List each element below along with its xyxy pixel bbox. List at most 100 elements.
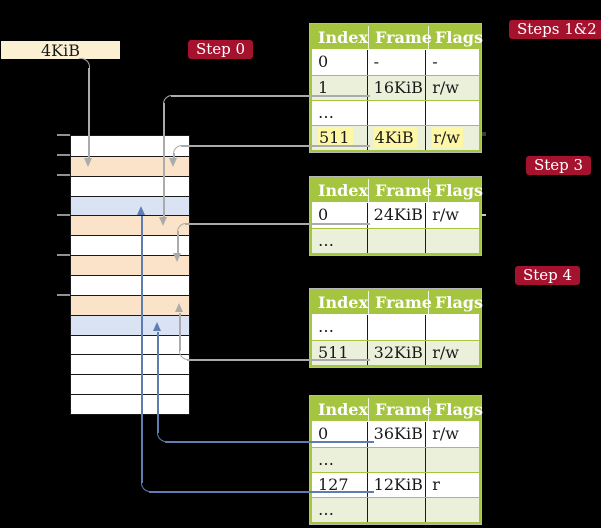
column-header-flags: Flags xyxy=(428,26,483,49)
table-header: Index Frame Flags xyxy=(312,398,483,422)
memory-frame-table xyxy=(71,215,189,236)
page-table-level1: Index Frame Flags 0 36KiB r/w … 127 12Ki… xyxy=(310,396,483,524)
pointer-line-blue xyxy=(141,216,143,483)
cell-index: 511 xyxy=(312,126,367,150)
connector-stub xyxy=(482,132,486,136)
cell-frame xyxy=(366,448,426,472)
cell-frame: 16KiB xyxy=(366,76,426,100)
memory-tick xyxy=(57,254,70,256)
table-row: 0 - - xyxy=(312,50,479,75)
page-table-level4: Index Frame Flags 0 - - 1 16KiB r/w … 51… xyxy=(310,24,483,152)
arrowhead-up-icon xyxy=(153,322,161,331)
memory-frame-free xyxy=(71,235,189,256)
cell-flags xyxy=(425,315,479,340)
memory-frame-free xyxy=(71,394,189,414)
page-table-level2: Index Frame Flags … 511 32KiB r/w xyxy=(310,289,483,367)
arrowhead-down-icon xyxy=(169,158,177,167)
table-row: 0 36KiB r/w xyxy=(312,422,479,447)
physical-memory-column xyxy=(70,135,190,415)
pointer-line xyxy=(163,103,165,217)
cell-flags xyxy=(425,101,479,125)
memory-frame-table xyxy=(71,255,189,275)
page-table-level3: Index Frame Flags 0 24KiB r/w … xyxy=(310,177,483,255)
pointer-line xyxy=(181,145,370,147)
badge-steps-1-2: Steps 1&2 xyxy=(509,20,601,39)
cell-frame xyxy=(366,498,426,522)
badge-step-0: Step 0 xyxy=(188,40,254,59)
arrowhead-up-icon xyxy=(137,206,145,215)
cell-frame xyxy=(366,101,426,125)
table-header: Index Frame Flags xyxy=(312,291,483,315)
cell-frame xyxy=(366,229,426,253)
table-row: … xyxy=(312,497,479,522)
cell-frame: 32KiB xyxy=(366,341,426,365)
pointer-line-blue xyxy=(165,441,374,443)
table-header: Index Frame Flags xyxy=(312,26,483,50)
memory-frame-table xyxy=(71,294,189,315)
cell-index: 0 xyxy=(318,52,329,71)
pointer-line xyxy=(187,359,370,361)
pointer-curve xyxy=(141,483,150,492)
pointer-curve xyxy=(163,95,172,104)
cell-index: 127 xyxy=(318,475,349,494)
pointer-line xyxy=(185,223,370,225)
pointer-line xyxy=(179,313,181,351)
cell-flags: r/w xyxy=(425,203,479,228)
pointer-curve xyxy=(157,433,166,442)
badge-step-4: Step 4 xyxy=(515,266,581,285)
column-header-flags: Flags xyxy=(428,398,483,421)
arrowhead-up-icon xyxy=(175,303,183,312)
column-header-index: Index xyxy=(318,400,369,419)
cell-index: 0 xyxy=(318,205,329,224)
column-header-flags: Flags xyxy=(428,179,483,202)
pointer-line-blue xyxy=(149,491,374,493)
pointer-line xyxy=(88,68,90,158)
table-row: 127 12KiB r xyxy=(312,472,479,497)
memory-frame-free xyxy=(71,334,189,355)
memory-tick xyxy=(57,174,70,176)
column-header-index: Index xyxy=(318,293,369,312)
memory-frame-page xyxy=(71,314,189,335)
pointer-curve xyxy=(79,58,90,69)
pointer-line xyxy=(173,153,175,158)
frame-size-label-box: 4KiB xyxy=(1,41,120,60)
memory-tick xyxy=(57,294,70,296)
table-header: Index Frame Flags xyxy=(312,179,483,203)
table-row: 511 32KiB r/w xyxy=(312,340,479,365)
memory-tick xyxy=(57,154,70,156)
connector-stub xyxy=(482,214,486,216)
cell-flags: r/w xyxy=(425,422,479,447)
cell-frame: 36KiB xyxy=(366,422,426,447)
pointer-line-blue xyxy=(157,332,159,433)
cell-flags xyxy=(425,229,479,253)
table-row-recursive-highlight: 511 4KiB r/w xyxy=(312,125,479,150)
cell-flags: - xyxy=(425,50,479,75)
cell-index: … xyxy=(318,450,334,469)
column-header-frame: Frame xyxy=(368,179,432,202)
cell-index: … xyxy=(318,103,334,122)
memory-tick xyxy=(57,214,70,216)
memory-frame-free xyxy=(71,175,189,196)
cell-frame xyxy=(366,315,426,340)
cell-frame: 4KiB xyxy=(366,126,426,150)
table-row: 0 24KiB r/w xyxy=(312,203,479,228)
column-header-frame: Frame xyxy=(368,26,432,49)
cell-frame: 24KiB xyxy=(366,203,426,228)
cell-index: … xyxy=(318,231,334,250)
table-row: … xyxy=(312,315,479,340)
memory-frame-free xyxy=(71,374,189,395)
cell-index: … xyxy=(318,317,334,336)
pointer-line xyxy=(177,231,179,253)
pointer-line xyxy=(171,95,370,97)
memory-frame-free xyxy=(71,136,189,156)
memory-frame-table xyxy=(71,155,189,176)
cell-index: … xyxy=(318,500,334,519)
cell-flags: r/w xyxy=(425,126,479,150)
arrowhead-down-icon xyxy=(173,253,181,262)
memory-frame-free xyxy=(71,354,189,375)
pointer-curve xyxy=(173,145,182,154)
cell-flags: r/w xyxy=(425,76,479,100)
cell-index: 0 xyxy=(318,424,329,443)
cell-flags xyxy=(425,498,479,522)
